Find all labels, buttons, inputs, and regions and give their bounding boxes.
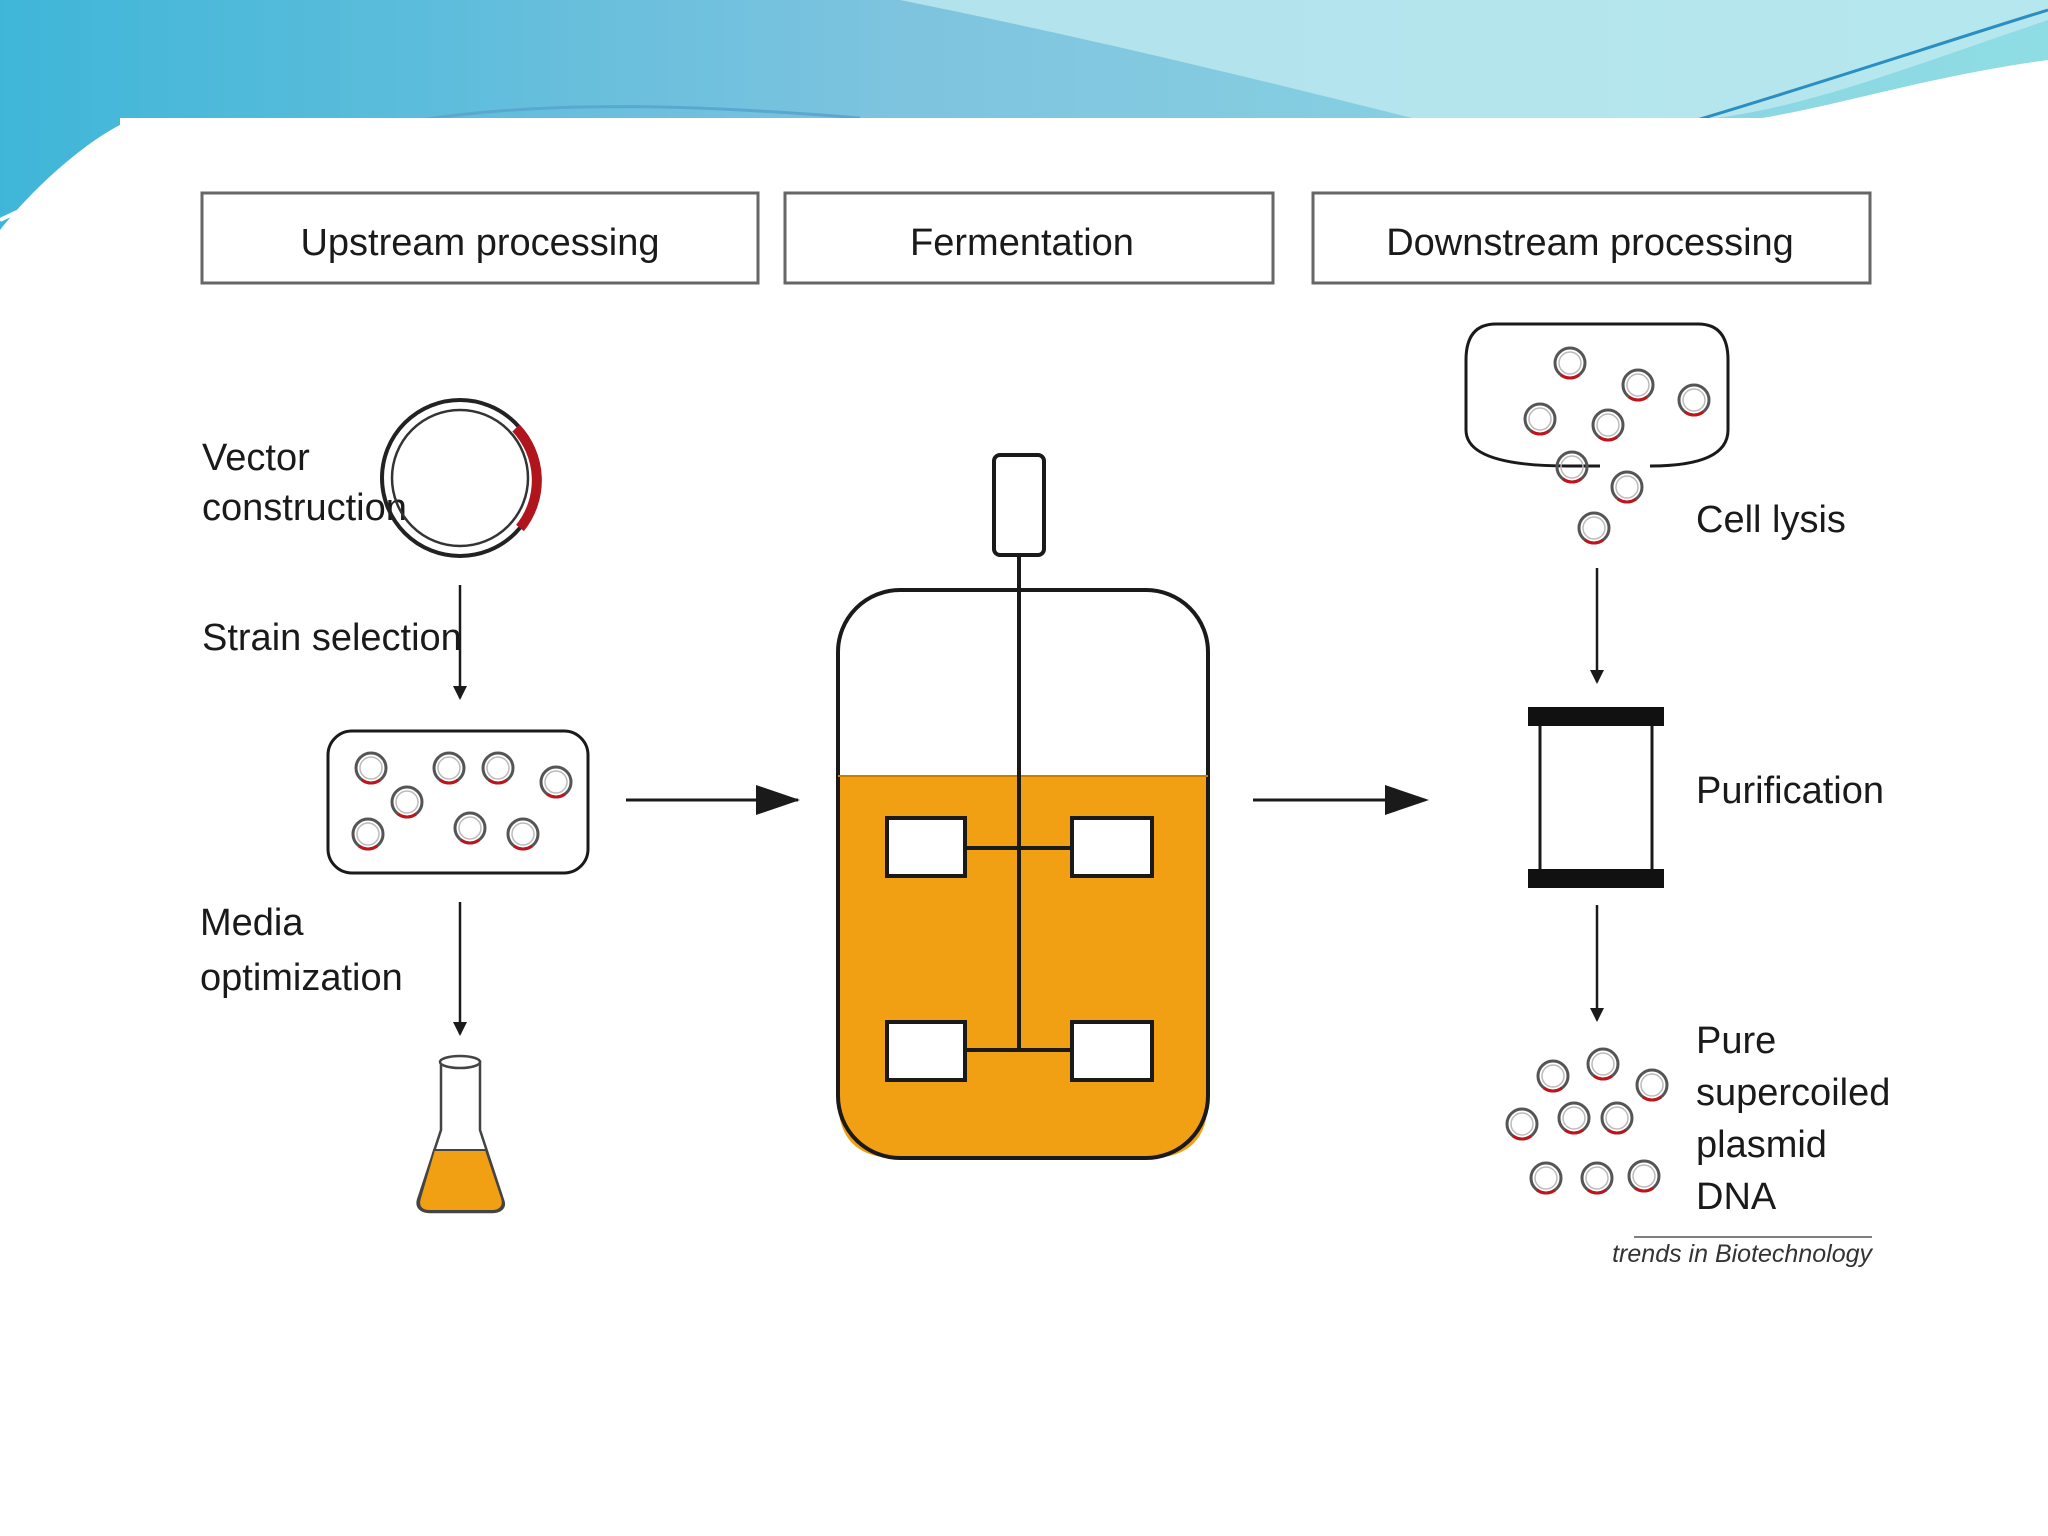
header-downstream: Downstream processing	[1311, 191, 1872, 285]
motor-box	[992, 453, 1046, 557]
header-swoosh-line-2	[1679, 8, 2048, 127]
plasmid-vector-icon	[380, 398, 542, 558]
impeller-blade	[885, 816, 967, 878]
impeller-blade	[885, 1020, 967, 1082]
flask-icon	[416, 1054, 505, 1214]
header-wave-highlight	[900, 0, 2048, 120]
header-swoosh-line-3	[419, 105, 861, 122]
credit-text: trends in Biotechnology	[1612, 1240, 1873, 1268]
culture-plate	[326, 729, 590, 875]
media-optimization-label-1: Media	[200, 902, 304, 944]
purification-column	[1528, 707, 1664, 888]
impeller-blade	[1070, 1020, 1154, 1082]
pure-dna-label-1: Pure	[1696, 1020, 1776, 1062]
fermenter-vessel	[836, 453, 1210, 1160]
pure-dna-label-4: DNA	[1696, 1176, 1777, 1218]
header-swoosh-line	[0, 183, 121, 222]
header-upstream-label: Upstream processing	[300, 222, 659, 264]
cell-lysis-label: Cell lysis	[1696, 499, 1846, 541]
pure-plasmid-group	[1505, 1047, 1669, 1195]
vector-construction-label-1: Vector	[202, 437, 310, 479]
purification-label: Purification	[1696, 770, 1884, 812]
header-downstream-label: Downstream processing	[1386, 222, 1794, 264]
strain-selection-label: Strain selection	[202, 617, 462, 659]
vector-construction-label-2: construction	[202, 487, 407, 529]
arrow-to-downstream-head	[1385, 785, 1429, 815]
impeller-blade	[1070, 816, 1154, 878]
header-fermentation: Fermentation	[783, 191, 1275, 285]
header-upstream: Upstream processing	[200, 191, 760, 285]
pure-dna-label-2: supercoiled	[1696, 1072, 1890, 1114]
header-fermentation-label: Fermentation	[910, 222, 1134, 264]
lysis-container	[1464, 322, 1730, 545]
media-optimization-label-2: optimization	[200, 957, 403, 999]
arrow-to-fermentation-head	[756, 785, 800, 815]
pure-dna-label-3: plasmid	[1696, 1124, 1827, 1166]
